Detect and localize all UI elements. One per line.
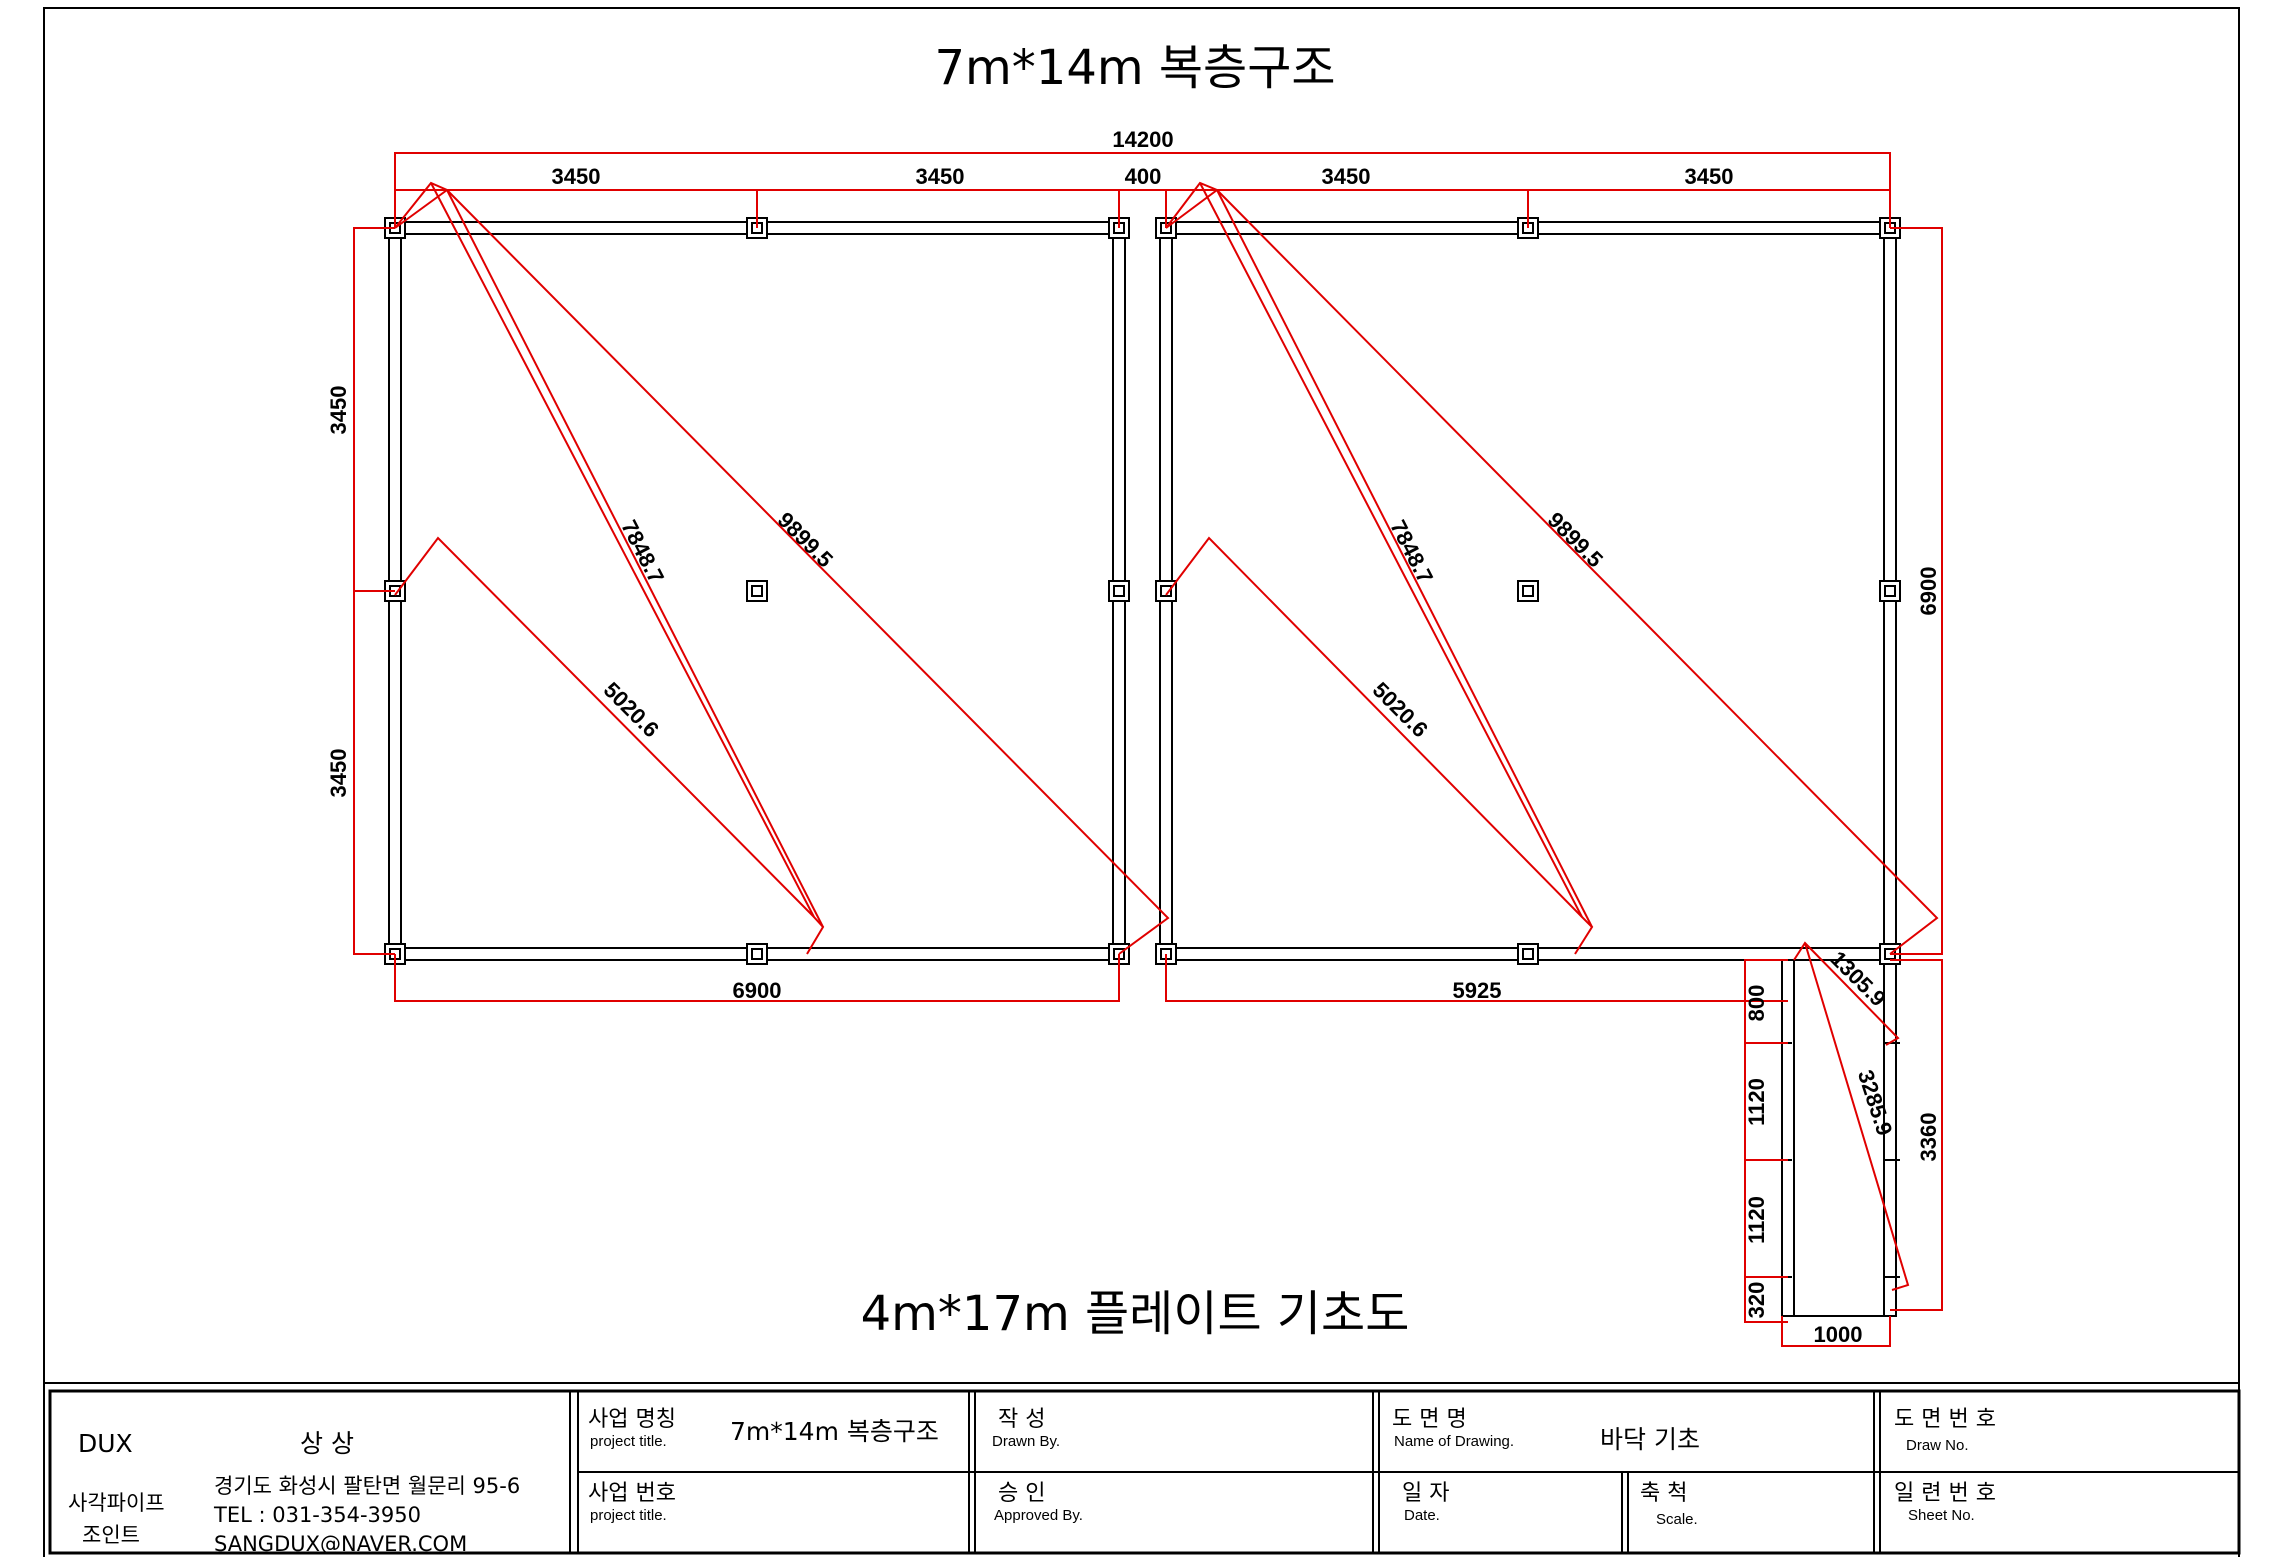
company-type-line1: 사각파이프 — [68, 1491, 165, 1515]
dim-right-height: 6900 — [1916, 567, 1941, 616]
dim-annex-width: 1000 — [1814, 1322, 1863, 1347]
draw-no-label: 도 면 번 호 — [1894, 1407, 1996, 1432]
annex-frame-outer — [1781, 959, 1897, 1317]
drawing-name-label: 도 면 명 — [1392, 1407, 1467, 1432]
dimension-lines — [353, 152, 1943, 1347]
plate-l-mr — [1108, 580, 1130, 602]
title-block-fields: 사업 명칭 project title. 7m*14m 복층구조 사업 번호 p… — [588, 1407, 1996, 1528]
sheet-no-label: 일 련 번 호 — [1894, 1481, 1996, 1506]
dim-top-seg-1: 3450 — [552, 164, 601, 189]
structure-frames — [388, 221, 1897, 1317]
company-address: 경기도 화성시 팔탄면 월문리 95-6 — [214, 1474, 520, 1498]
dim-bottom-left: 6900 — [733, 978, 782, 1003]
dim-annex-height: 3360 — [1916, 1113, 1941, 1162]
plate-r-ml — [1155, 580, 1177, 602]
dim-diag-right-1: 7848.7 — [1385, 516, 1438, 587]
drawing-title: 7m*14m 복층구조 — [934, 40, 1335, 96]
plate-r-mr — [1879, 580, 1901, 602]
draw-no-sub: Draw No. — [1906, 1437, 1969, 1454]
dim-top-seg-2: 3450 — [916, 164, 965, 189]
plate-r-c — [1517, 580, 1539, 602]
project-title-value: 7m*14m 복층구조 — [730, 1417, 939, 1446]
title-block-company: DUX 상 상 사각파이프 조인트 경기도 화성시 팔탄면 월문리 95-6 T… — [68, 1429, 520, 1556]
drawing-subtitle: 4m*17m 플레이트 기초도 — [861, 1286, 1410, 1342]
project-title-label: 사업 명칭 — [588, 1407, 676, 1432]
dim-annex-seg-4: 320 — [1744, 1282, 1769, 1319]
plate-l-c — [746, 580, 768, 602]
dim-diag-left-2: 9899.5 — [773, 507, 838, 572]
dim-total-width: 14200 — [1112, 127, 1173, 152]
dim-annex-seg-1: 800 — [1744, 985, 1769, 1022]
dim-left-seg-2: 3450 — [326, 749, 351, 798]
dim-diag-right-2: 9899.5 — [1543, 507, 1608, 572]
scale-label: 축 척 — [1640, 1481, 1687, 1506]
company-tel: TEL : 031-354-3950 — [213, 1503, 421, 1527]
dim-annex-diag-2: 3285.9 — [1853, 1067, 1898, 1139]
drawn-by-sub: Drawn By. — [992, 1433, 1060, 1450]
company-type-line2: 조인트 — [82, 1523, 140, 1547]
project-no-label: 사업 번호 — [588, 1481, 676, 1506]
sheet-border — [43, 7, 2240, 1557]
dim-annex-seg-2: 1120 — [1744, 1078, 1769, 1126]
company-name: 상 상 — [300, 1429, 354, 1458]
diagonals-right — [1165, 181, 1939, 1291]
column-plates — [384, 217, 1901, 965]
title-block — [44, 1382, 2241, 1555]
date-sub: Date. — [1404, 1507, 1440, 1524]
dim-left-seg-1: 3450 — [326, 386, 351, 435]
dim-bottom-right: 5925 — [1453, 978, 1502, 1003]
sheet-no-sub: Sheet No. — [1908, 1507, 1975, 1524]
project-no-sub: project title. — [590, 1507, 667, 1524]
dimension-labels: 14200 3450 3450 400 3450 3450 3450 3450 … — [326, 127, 1941, 1347]
approved-by-sub: Approved By. — [994, 1507, 1083, 1524]
company-email: SANGDUX@NAVER.COM — [214, 1532, 467, 1556]
plate-r-bm — [1517, 943, 1539, 965]
company-brand: DUX — [78, 1429, 133, 1458]
scale-sub: Scale. — [1656, 1511, 1698, 1528]
approved-by-label: 승 인 — [998, 1481, 1045, 1506]
project-title-sub: project title. — [590, 1433, 667, 1450]
dim-annex-seg-3: 1120 — [1744, 1196, 1769, 1244]
diagonals-left — [394, 181, 1170, 955]
dim-top-seg-3: 400 — [1125, 164, 1162, 189]
dim-top-seg-4: 3450 — [1322, 164, 1371, 189]
drawing-name-value: 바닥 기초 — [1600, 1425, 1700, 1454]
plate-l-bm — [746, 943, 768, 965]
dim-top-seg-5: 3450 — [1685, 164, 1734, 189]
drawn-by-label: 작 성 — [998, 1407, 1045, 1432]
annex-frame-inner — [1793, 959, 1885, 1317]
date-label: 일 자 — [1402, 1481, 1449, 1506]
drawing-name-sub: Name of Drawing. — [1394, 1433, 1514, 1450]
